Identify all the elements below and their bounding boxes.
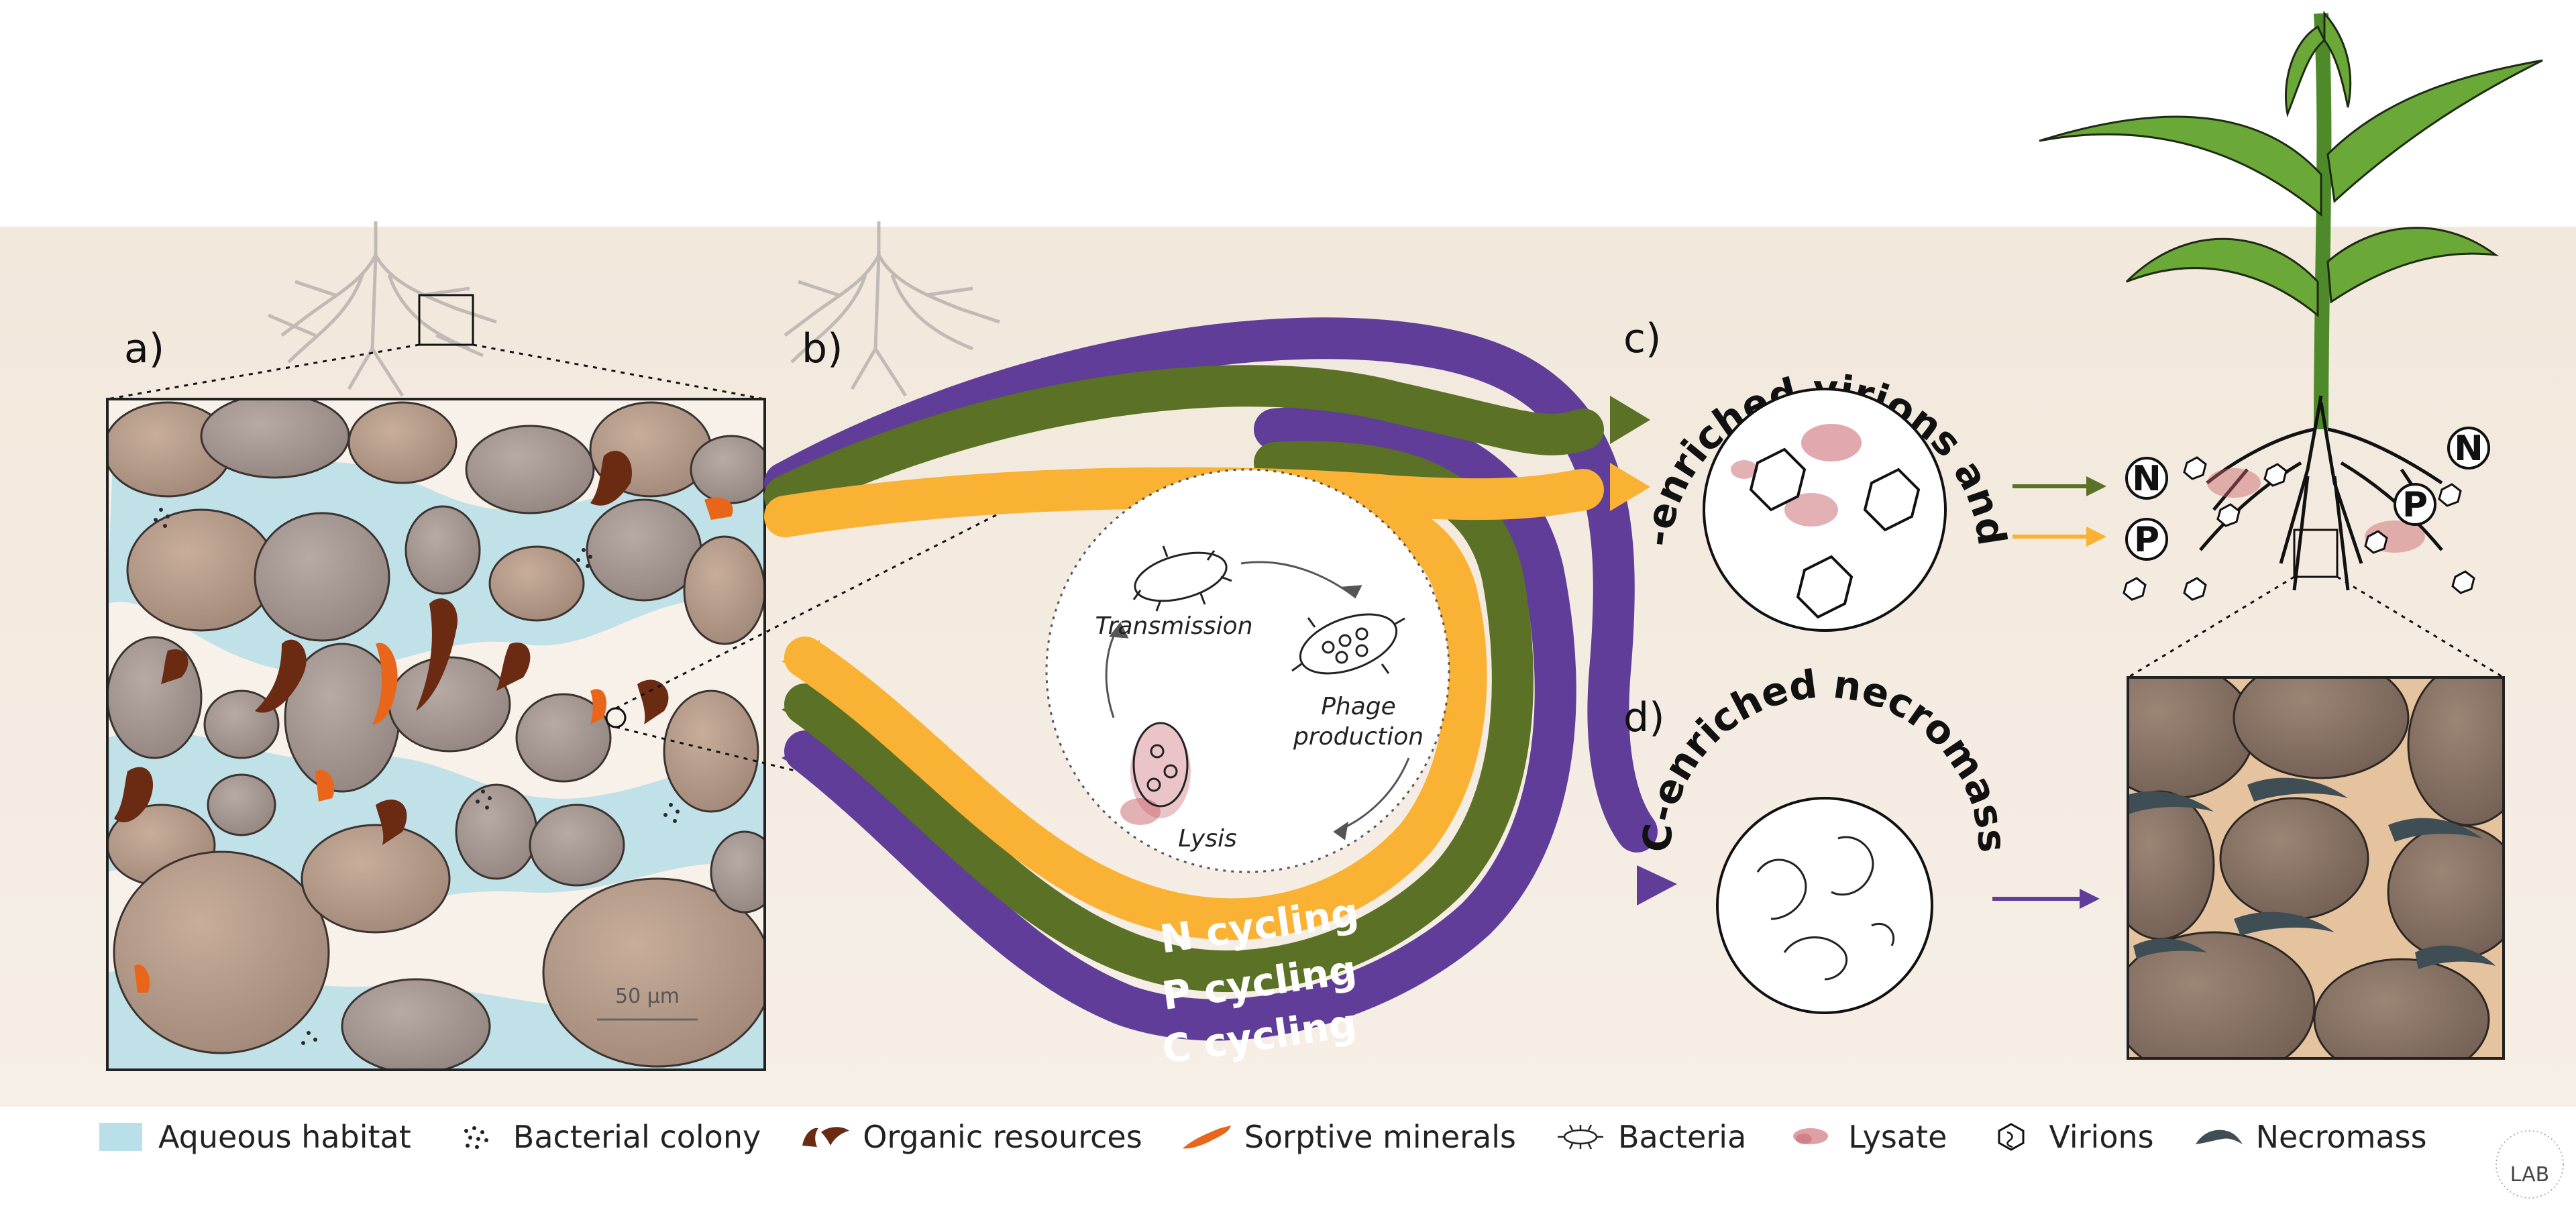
zoom-line-cycle-top (615, 495, 1034, 710)
dots-icon (464, 1126, 488, 1149)
virions-scatter (2123, 456, 2475, 601)
rhizosphere-soil-panel (2128, 677, 2504, 1058)
panel-c-label: c) (1623, 315, 1661, 362)
bacterium-lysis (1120, 722, 1191, 825)
svg-text:LAB: LAB (2510, 1163, 2550, 1187)
phage-label: Phage (1321, 693, 1396, 720)
legend-label: Bacterial colony (513, 1119, 761, 1155)
legend-label: Organic resources (863, 1119, 1142, 1155)
legend-item-sorptive-minerals: Sorptive minerals (1180, 1119, 1516, 1155)
legend-item-virions: Virions (1984, 1119, 2154, 1155)
legend-item-necromass: Necromass (2192, 1119, 2427, 1155)
zoom-line-right (472, 343, 765, 400)
rhizosphere-panel-frame (2127, 676, 2505, 1060)
necromass-icon (2195, 1130, 2243, 1144)
bacterium-phage-production (1291, 613, 1405, 675)
zoom-line-plant-right (2337, 575, 2504, 679)
legend-item-bacteria: Bacteria (1554, 1119, 1746, 1155)
panel-b-label: b) (802, 325, 843, 372)
aqueous-swatch-icon (99, 1123, 142, 1151)
legend-item-aqueous-habitat: Aqueous habitat (94, 1119, 411, 1155)
legend-label: Bacteria (1618, 1119, 1747, 1155)
legend-label: Virions (2049, 1119, 2154, 1155)
legend-item-bacterial-colony: Bacterial colony (449, 1119, 761, 1155)
zoom-line-left (107, 343, 420, 400)
lab-logo: LAB (2496, 1130, 2564, 1199)
svg-text:N: N (2454, 429, 2483, 469)
legend-item-lysate: Lysate (1784, 1119, 1947, 1155)
root-sketch-right (784, 221, 1000, 397)
transmission-label: Transmission (1095, 612, 1252, 640)
soil-microhabitat-panel (107, 399, 765, 1070)
zoom-box-a (418, 294, 474, 346)
necromass-circle (1716, 797, 1933, 1014)
panel-d-label: d) (1623, 694, 1665, 741)
nutrient-p-left: P (2125, 518, 2168, 561)
legend-label: Lysate (1848, 1119, 1947, 1155)
mineral-icon (1182, 1125, 1231, 1149)
nutrient-n-left: N (2125, 457, 2168, 500)
lysate-icon (1793, 1128, 1829, 1144)
svg-text:P: P (2134, 520, 2159, 560)
necromass-content (1756, 836, 1895, 981)
zoom-line-plant-left (2127, 575, 2295, 679)
legend: Aqueous habitat Bacterial colony Organic… (94, 1110, 2482, 1164)
zoom-box-plant (2293, 529, 2339, 578)
panel-a-label: a) (124, 325, 164, 372)
organic-icon (802, 1127, 850, 1147)
scale-bar-label: 50 µm (615, 985, 680, 1008)
root-sketch-left (268, 221, 497, 397)
bacterium-transmission (1132, 545, 1232, 612)
nutrient-n-right: N (2447, 427, 2490, 470)
svg-text:P: P (2402, 485, 2428, 525)
svg-text:N: N (2132, 459, 2161, 499)
maize-plant (2039, 11, 2543, 591)
legend-label: Aqueous habitat (158, 1119, 411, 1155)
virions-lysates-content (1731, 424, 1921, 619)
lifecycle-arrows (1105, 561, 1410, 840)
nutrient-p-right: P (2394, 483, 2436, 526)
virion-icon (1998, 1123, 2025, 1151)
legend-label: Sorptive minerals (1244, 1119, 1516, 1155)
legend-item-organic-resources: Organic resources (798, 1119, 1142, 1155)
production-label: production (1293, 723, 1424, 751)
legend-label: Necromass (2255, 1119, 2427, 1155)
bacteria-icon (1558, 1124, 1603, 1150)
lysis-label: Lysis (1178, 825, 1237, 853)
soil-panel-frame (106, 398, 766, 1071)
